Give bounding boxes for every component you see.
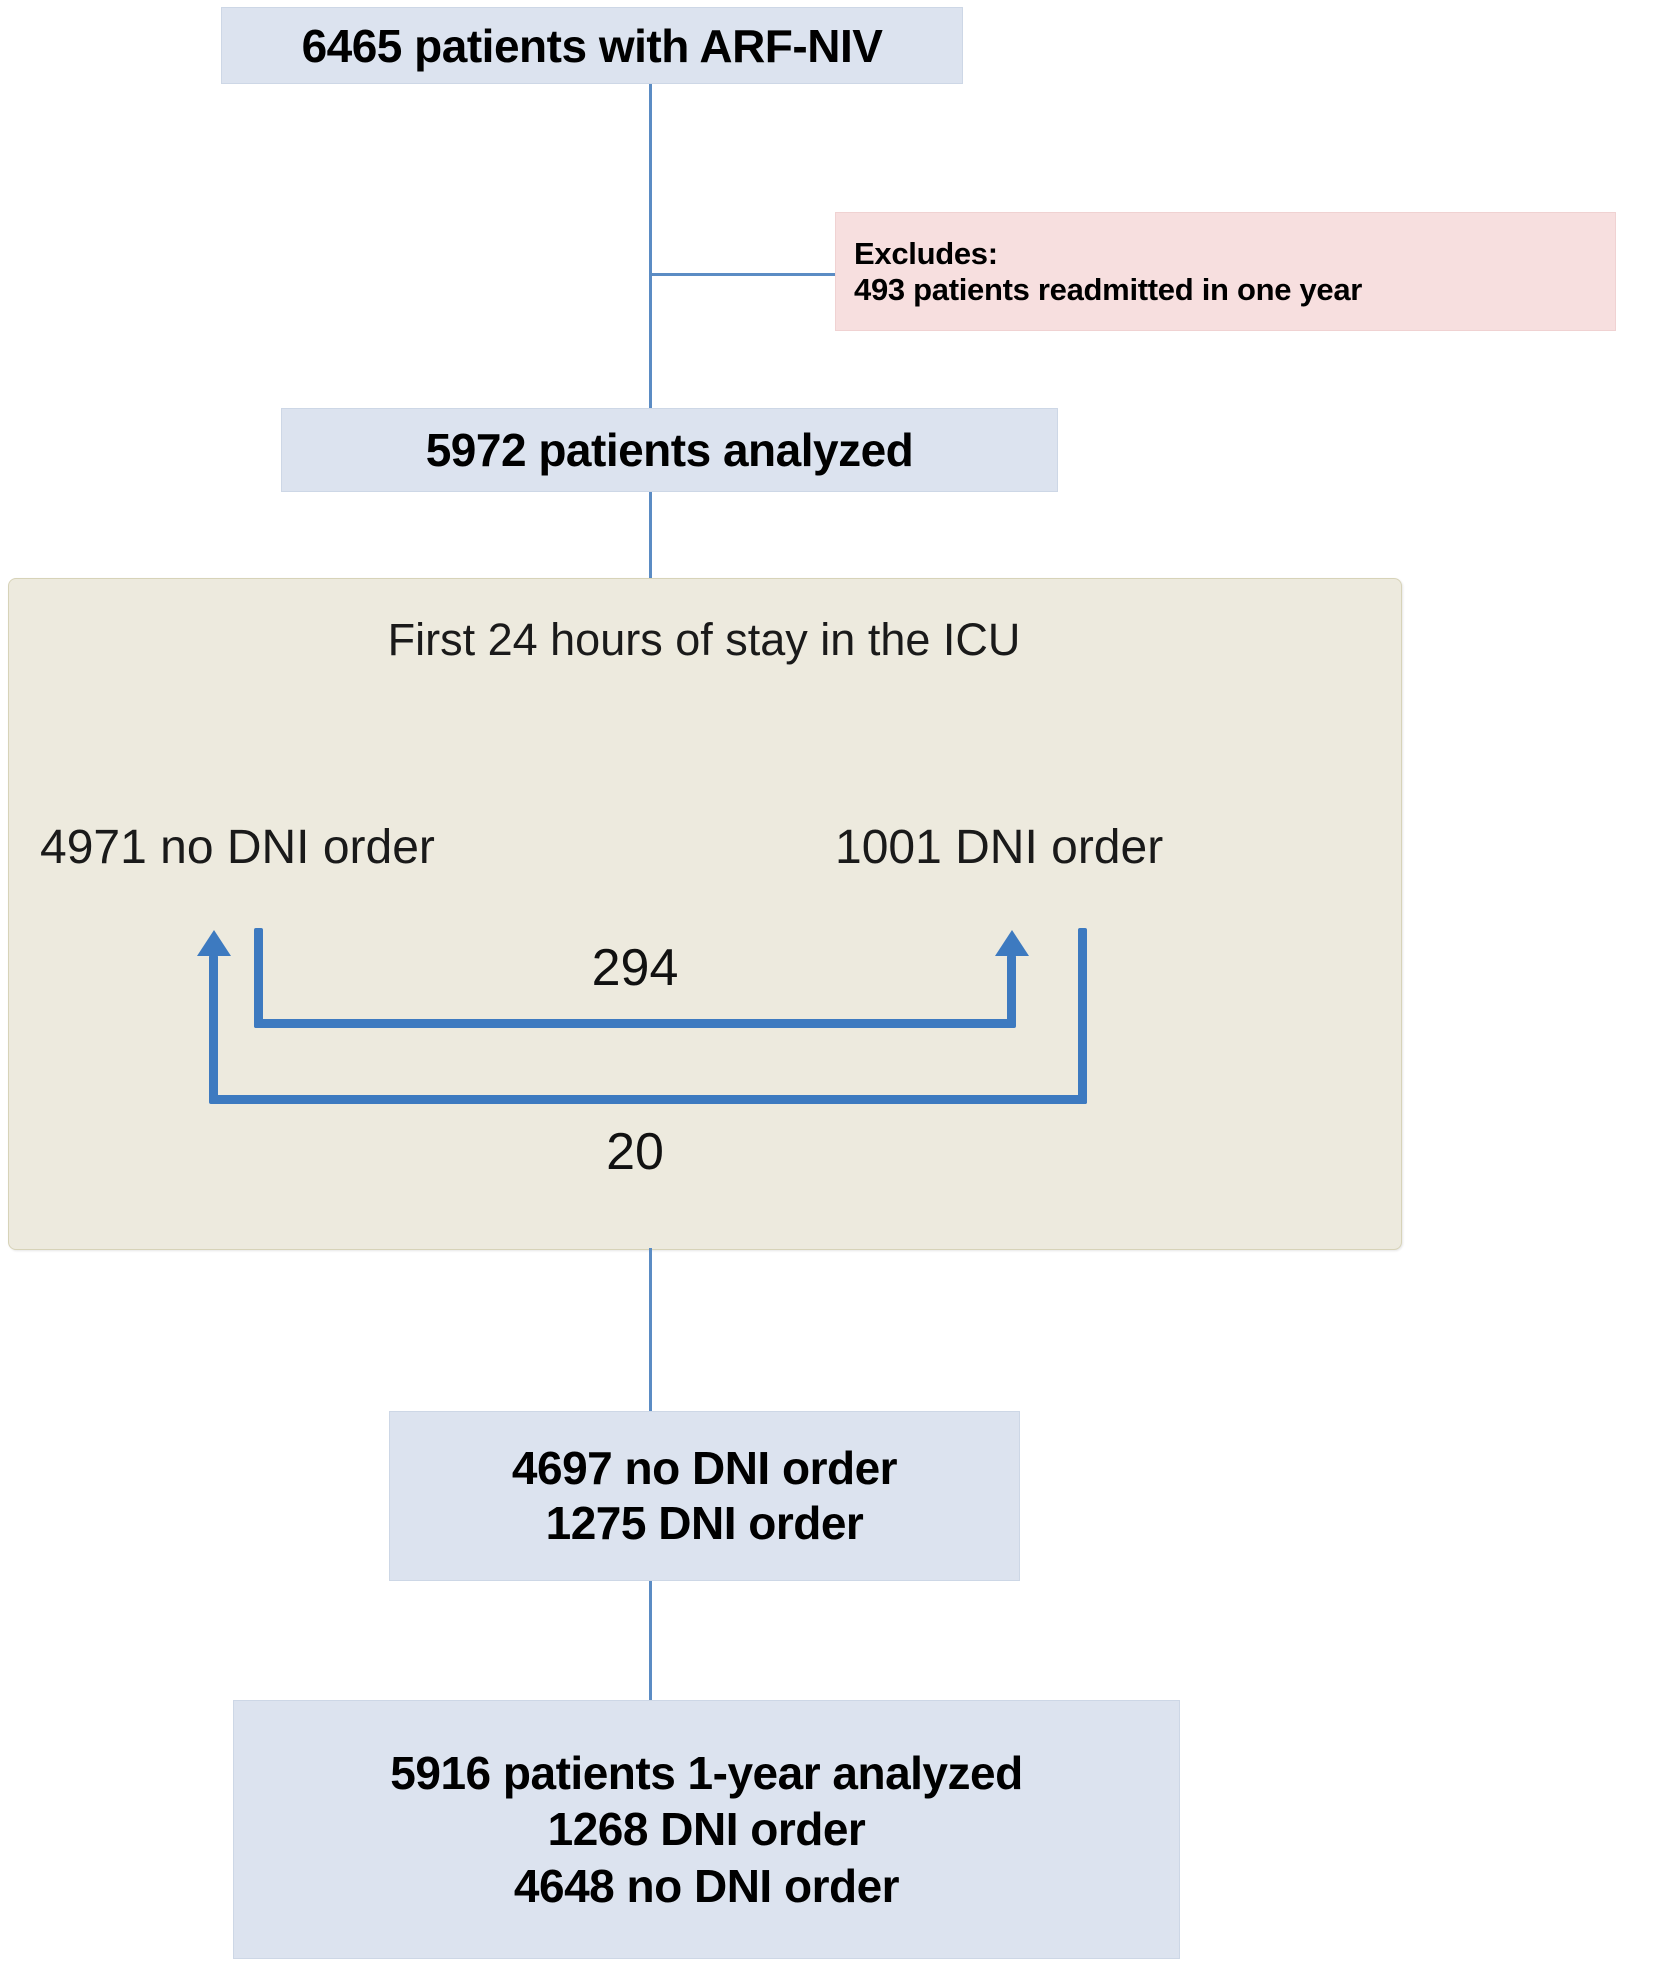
node-post24: 4697 no DNI order 1275 DNI order — [389, 1411, 1020, 1581]
connector-294-left-vertical — [254, 928, 263, 1028]
node-analyzed: 5972 patients analyzed — [281, 408, 1058, 492]
connector-analyzed-to-first24 — [649, 492, 652, 583]
connector-20-right-vertical — [1078, 928, 1087, 1104]
connector-294-horizontal — [254, 1019, 1016, 1028]
node-excluded: Excludes: 493 patients readmitted in one… — [835, 212, 1616, 331]
connector-branch-to-excludes — [649, 273, 835, 276]
node-oneyear: 5916 patients 1-year analyzed 1268 DNI o… — [233, 1700, 1180, 1959]
node-first24-left-label: 4971 no DNI order — [40, 821, 435, 874]
connector-294-right-vertical — [1007, 955, 1016, 1025]
connector-post24-to-oneyear — [649, 1581, 652, 1703]
arrowhead-294-to-dni — [995, 930, 1029, 956]
node-oneyear-line2: 1268 DNI order — [547, 1803, 866, 1856]
node-excluded-line1: Excludes: — [854, 235, 998, 271]
connector-branch-corner — [649, 219, 652, 275]
connector-294-label: 294 — [591, 939, 679, 997]
connector-enrolled-to-branch — [649, 84, 652, 219]
connector-branch-to-analyzed — [649, 273, 652, 411]
node-first24-title: First 24 hours of stay in the ICU — [387, 614, 1021, 665]
node-post24-line1: 4697 no DNI order — [511, 1441, 898, 1494]
connector-20-left-vertical — [209, 955, 218, 1101]
node-enrolled: 6465 patients with ARF-NIV — [221, 7, 963, 84]
node-oneyear-line3: 4648 no DNI order — [513, 1859, 900, 1912]
node-post24-line2: 1275 DNI order — [545, 1497, 864, 1549]
node-excluded-line2: 493 patients readmitted in one year — [854, 271, 1363, 307]
arrowhead-20-to-no-dni — [197, 930, 231, 956]
node-enrolled-text: 6465 patients with ARF-NIV — [301, 19, 883, 72]
node-analyzed-text: 5972 patients analyzed — [425, 424, 914, 476]
connector-20-horizontal — [209, 1095, 1087, 1104]
connector-20-label: 20 — [606, 1123, 664, 1181]
node-oneyear-line1: 5916 patients 1-year analyzed — [390, 1747, 1023, 1800]
node-first24-hours — [8, 578, 1402, 1250]
node-first24-right-label: 1001 DNI order — [835, 821, 1164, 874]
connector-first24-to-post24 — [649, 1248, 652, 1413]
